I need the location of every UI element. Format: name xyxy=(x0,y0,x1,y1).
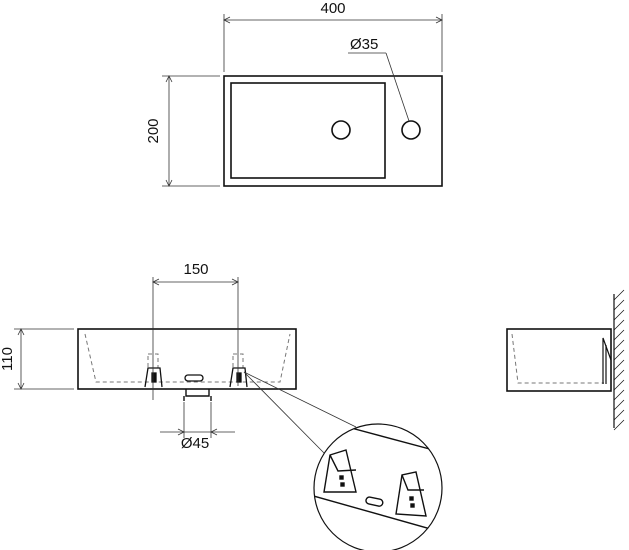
dimension-height-label: 110 xyxy=(0,347,16,371)
tap-hole-diameter-label: Ø35 xyxy=(350,36,378,53)
front-brackets xyxy=(144,367,248,388)
bracket-right xyxy=(229,367,248,388)
drain-pipe xyxy=(183,389,212,401)
basin-outer-outline xyxy=(223,75,443,187)
basin-inner-bowl xyxy=(230,82,386,179)
side-view xyxy=(506,328,612,392)
drain-hole-top xyxy=(331,120,351,140)
dimension-depth-label: 200 xyxy=(145,118,162,143)
dimension-height xyxy=(14,328,74,390)
detail-overflow-slot xyxy=(365,496,384,507)
detail-content xyxy=(314,424,442,536)
basin-side-outline xyxy=(506,328,612,392)
dimension-width xyxy=(223,14,443,72)
dimension-width-label: 400 xyxy=(320,0,345,17)
front-view xyxy=(77,328,297,390)
side-bracket xyxy=(602,337,612,384)
side-hidden-lines xyxy=(511,333,604,384)
dimension-depth xyxy=(162,75,220,187)
wall xyxy=(613,289,625,431)
dimension-drain xyxy=(160,402,235,438)
tap-hole xyxy=(401,120,421,140)
detail-bracket-right xyxy=(395,471,427,517)
tap-hole-leader xyxy=(348,52,410,122)
dimension-drain-label: Ø45 xyxy=(181,435,209,452)
basin-front-outline xyxy=(77,328,297,390)
bracket-left xyxy=(144,367,163,388)
top-view xyxy=(223,75,443,187)
detail-leader-lines xyxy=(243,371,357,456)
dimension-bracket-spacing-label: 150 xyxy=(183,261,208,278)
dimension-bracket-spacing xyxy=(152,277,239,400)
overflow-slot xyxy=(184,374,204,382)
